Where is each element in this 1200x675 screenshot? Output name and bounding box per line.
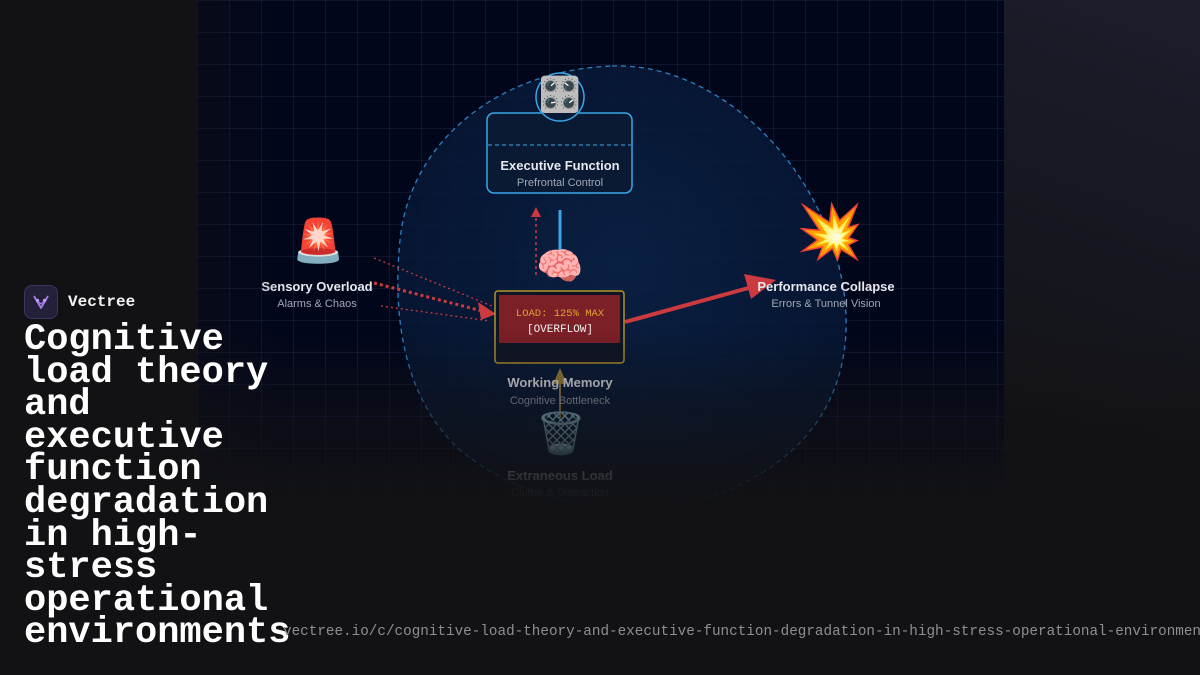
brand-name: Vectree [68,293,136,311]
vectree-logo-icon [24,285,58,319]
sensory-subtitle: Alarms & Chaos [277,298,357,310]
brain-icon: 🧠 [536,244,584,288]
executive-subtitle: Prefrontal Control [517,177,603,189]
memory-title: Working Memory [507,375,613,390]
memory-subtitle: Cognitive Bottleneck [510,395,611,407]
control-knobs-icon: 🎛️ [538,75,582,115]
brand[interactable]: Vectree [24,285,135,319]
sensory-overload-node: Sensory Overload Alarms & Chaos [261,279,372,310]
collapse-title: Performance Collapse [757,279,894,294]
article-title: Cognitive load theory and executive func… [24,319,291,655]
executive-title: Executive Function [500,158,619,173]
extraneous-title: Extraneous Load [507,468,613,483]
trash-can-icon: 🗑️ [536,411,586,457]
overflow-readout: [OVERFLOW] [527,324,593,336]
article-url[interactable]: vectree.io/c/cognitive-load-theory-and-e… [283,624,1200,640]
working-memory-node: LOAD: 125% MAX [OVERFLOW] Working Memory… [494,290,625,407]
sensory-title: Sensory Overload [261,279,372,294]
police-light-icon: 🚨 [292,216,345,265]
extraneous-subtitle: Clutter & Distraction [511,487,609,499]
explosion-icon: 💥 [796,200,864,263]
load-readout: LOAD: 125% MAX [516,308,605,320]
collapse-subtitle: Errors & Tunnel Vision [771,298,880,310]
